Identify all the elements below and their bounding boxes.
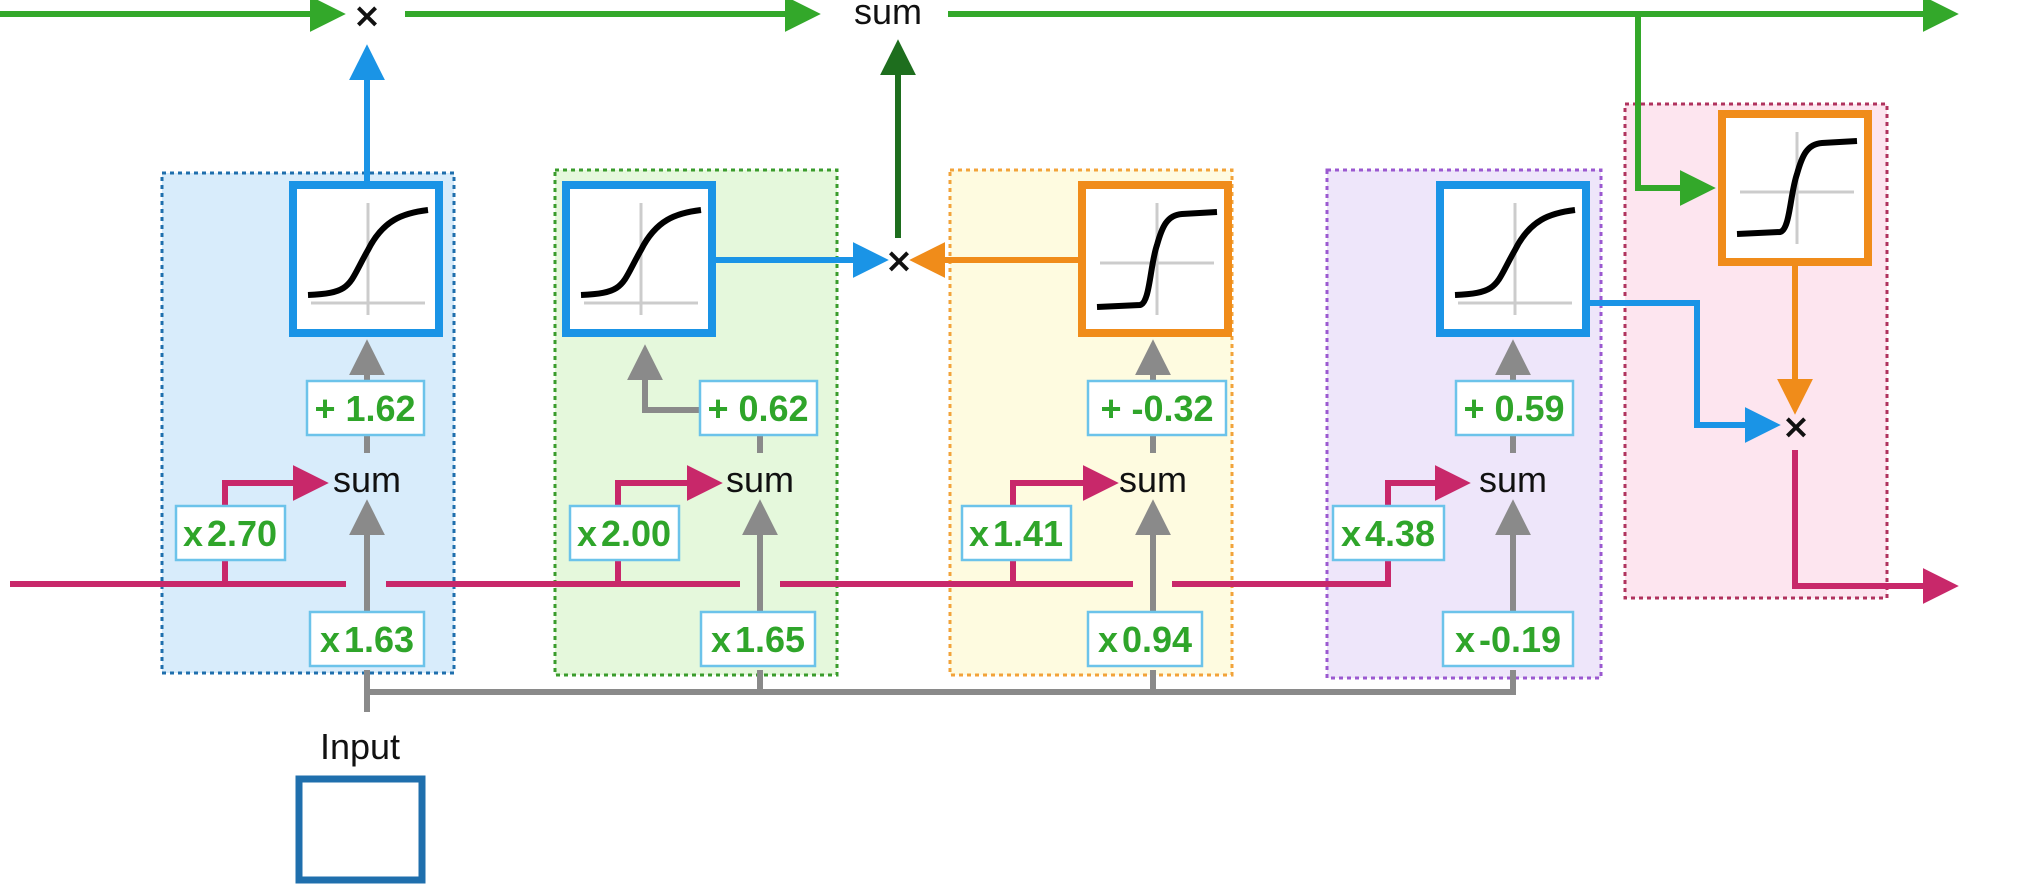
forget-sum-label: sum xyxy=(333,459,401,500)
weight-value: 1.63 xyxy=(344,619,414,660)
svg-text:x 1.41: x 1.41 xyxy=(969,513,1063,554)
tanh-curve-icon xyxy=(1078,181,1232,337)
weight-op: x xyxy=(1341,513,1361,554)
middle-multiply-symbol: × xyxy=(885,241,914,281)
input-box xyxy=(295,775,426,884)
input-gate-sum-label: sum xyxy=(726,459,794,500)
bias-value: 0.59 xyxy=(1494,388,1564,429)
bias-value: 1.62 xyxy=(345,388,415,429)
svg-text:x 4.38: x 4.38 xyxy=(1341,513,1435,554)
weight-value: 1.65 xyxy=(735,619,805,660)
weight-value: 2.00 xyxy=(601,513,671,554)
svg-text:+ 0.62: + 0.62 xyxy=(707,388,808,429)
long-term-to-final-activation xyxy=(1635,14,1716,206)
svg-text:x 2.70: x 2.70 xyxy=(183,513,277,554)
svg-text:+ 1.62: + 1.62 xyxy=(314,388,415,429)
top-multiply-symbol: × xyxy=(353,0,382,36)
forget-bias-box: + 1.62 xyxy=(305,379,426,437)
weight-op: x xyxy=(1098,619,1118,660)
input-bus xyxy=(364,670,1516,712)
weight-value: 1.41 xyxy=(993,513,1063,554)
weight-op: x xyxy=(320,619,340,660)
output-gate-input-weight-box: x -0.19 xyxy=(1441,610,1575,668)
top-sum-label: sum xyxy=(854,0,922,32)
sigmoid-curve-icon xyxy=(562,181,716,337)
sigmoid-curve-icon xyxy=(1436,181,1590,337)
input-gate-short-weight-box: x 2.00 xyxy=(568,504,681,562)
input-label: Input xyxy=(320,726,400,767)
tanh-curve-icon xyxy=(1718,110,1872,266)
weight-value: 0.94 xyxy=(1122,619,1192,660)
svg-text:x -0.19: x -0.19 xyxy=(1455,619,1561,660)
svg-text:x 1.65: x 1.65 xyxy=(711,619,805,660)
candidate-bias-box: + -0.32 xyxy=(1086,379,1228,437)
input-gate-input-weight-box: x 1.65 xyxy=(699,610,817,668)
weight-value: 2.70 xyxy=(207,513,277,554)
output-gate-sum-label: sum xyxy=(1479,459,1547,500)
short-term-output-arrow xyxy=(1792,450,1959,604)
forget-input-weight-box: x 1.63 xyxy=(308,610,426,668)
output-gate-short-weight-box: x 4.38 xyxy=(1331,504,1446,562)
final-multiply-symbol: × xyxy=(1782,407,1811,447)
sigmoid-curve-icon xyxy=(289,181,443,337)
svg-text:x 0.94: x 0.94 xyxy=(1098,619,1192,660)
svg-text:x 1.63: x 1.63 xyxy=(320,619,414,660)
candidate-input-weight-box: x 0.94 xyxy=(1086,610,1204,668)
candidate-sum-label: sum xyxy=(1119,459,1187,500)
weight-op: x xyxy=(711,619,731,660)
output-gate-bias-box: + 0.59 xyxy=(1454,379,1575,437)
svg-text:x 2.00: x 2.00 xyxy=(577,513,671,554)
weight-op: x xyxy=(969,513,989,554)
bias-op: + xyxy=(707,388,728,429)
candidate-short-weight-box: x 1.41 xyxy=(960,504,1073,562)
svg-text:+ -0.32: + -0.32 xyxy=(1100,388,1213,429)
weight-value: 4.38 xyxy=(1365,513,1435,554)
output-gate-to-final-multiply-arrow xyxy=(1590,300,1781,443)
weight-op: x xyxy=(1455,619,1475,660)
input-gate-bias-box: + 0.62 xyxy=(698,379,819,437)
weight-op: x xyxy=(577,513,597,554)
bias-value: -0.32 xyxy=(1131,388,1213,429)
bias-op: + xyxy=(1463,388,1484,429)
weight-op: x xyxy=(183,513,203,554)
bias-op: + xyxy=(314,388,335,429)
bias-value: 0.62 xyxy=(738,388,808,429)
weight-value: -0.19 xyxy=(1479,619,1561,660)
forget-short-weight-box: x 2.70 xyxy=(174,504,287,562)
bias-op: + xyxy=(1100,388,1121,429)
svg-text:+ 0.59: + 0.59 xyxy=(1463,388,1564,429)
